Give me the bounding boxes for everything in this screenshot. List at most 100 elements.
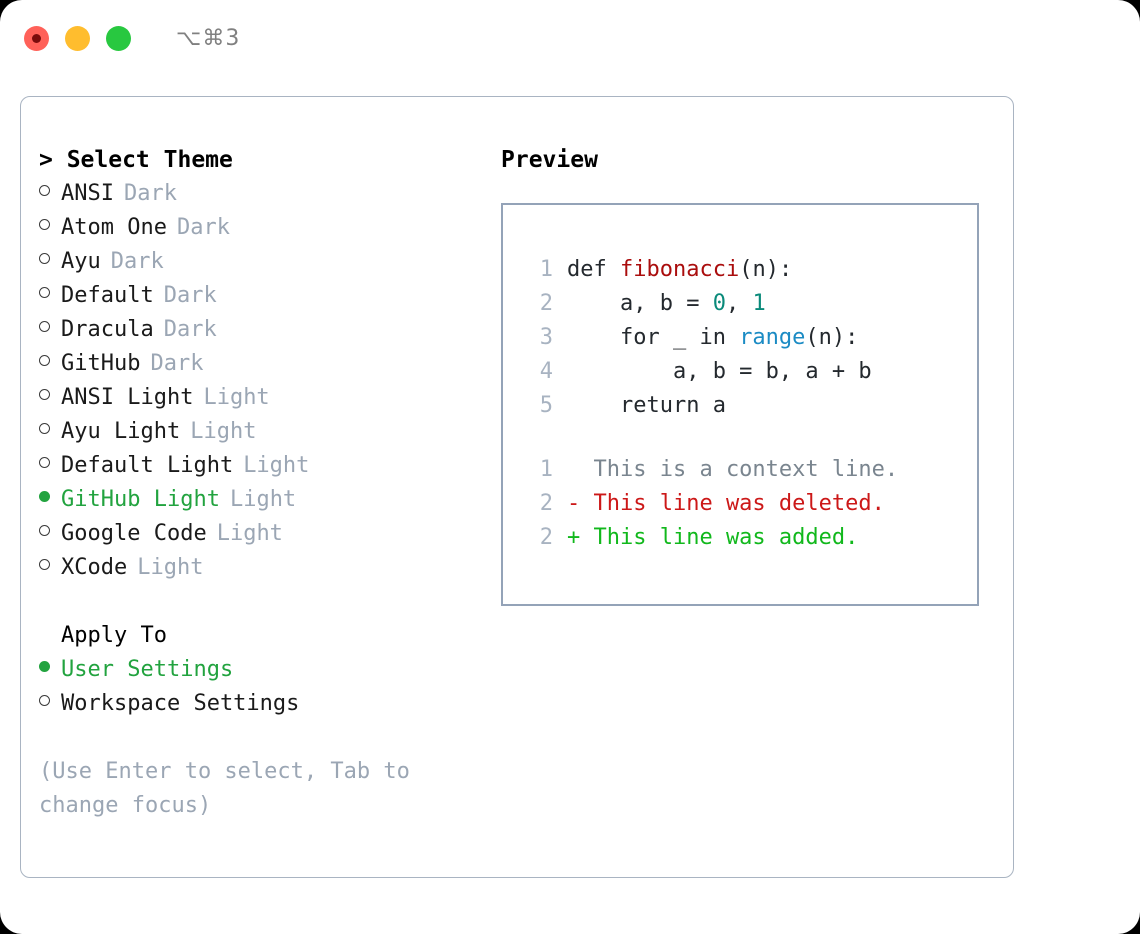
radio-dot-icon bbox=[39, 287, 50, 298]
diff-line-text-del: - This line was deleted. bbox=[567, 491, 885, 516]
apply-to-label: User Settings bbox=[61, 657, 234, 682]
theme-kind-label: Light bbox=[203, 385, 270, 410]
theme-list-item[interactable]: Ayu Light Light bbox=[39, 415, 489, 449]
window-controls bbox=[24, 25, 131, 51]
radio-empty-icon bbox=[39, 279, 61, 313]
theme-name-label: ANSI Light bbox=[61, 385, 194, 410]
close-dot-icon bbox=[32, 33, 41, 43]
line-number: 1 bbox=[539, 257, 553, 282]
radio-selected-icon bbox=[39, 653, 61, 687]
theme-kind-label: Dark bbox=[176, 215, 230, 240]
diff-line-number: 1 bbox=[539, 457, 553, 482]
theme-name-label: Dracula bbox=[61, 317, 154, 342]
radio-dot-icon bbox=[39, 491, 50, 502]
code-token-plain: (n): bbox=[739, 257, 793, 282]
keyboard-shortcut-label: ⌥⌘3 bbox=[176, 25, 241, 51]
radio-empty-icon bbox=[39, 415, 61, 449]
code-token-plain: (n): bbox=[805, 325, 859, 350]
code-token-func: fibonacci bbox=[619, 257, 740, 282]
radio-dot-icon bbox=[39, 321, 50, 332]
theme-kind-label: Dark bbox=[163, 283, 217, 308]
code-line: 3 for _ in range(n): bbox=[523, 321, 963, 355]
code-line-text: a, b = 0, 1 bbox=[567, 287, 766, 321]
theme-list-item[interactable]: Default Dark bbox=[39, 279, 489, 313]
title-bar: ⌥⌘3 bbox=[0, 0, 1140, 76]
theme-kind-label: Dark bbox=[163, 317, 217, 342]
radio-empty-icon bbox=[39, 551, 61, 585]
code-token-num: 1 bbox=[752, 291, 766, 316]
select-theme-header: > Select Theme bbox=[39, 147, 233, 173]
code-token-plain: for _ in bbox=[567, 325, 740, 350]
radio-empty-icon bbox=[39, 381, 61, 415]
code-line: 4 a, b = b, a + b bbox=[523, 355, 963, 389]
theme-kind-label: Dark bbox=[150, 351, 204, 376]
theme-name-label: GitHub Light bbox=[61, 487, 220, 512]
keyboard-hint-text: (Use Enter to select, Tab to change focu… bbox=[39, 759, 424, 818]
code-token-plain: a, b = bbox=[567, 291, 713, 316]
diff-lines: 1 This is a context line. 2 - This line wa… bbox=[523, 453, 963, 555]
radio-dot-icon bbox=[39, 355, 50, 366]
radio-dot-icon bbox=[39, 423, 50, 434]
line-number: 5 bbox=[539, 393, 553, 418]
apply-to-label: Workspace Settings bbox=[61, 691, 300, 716]
code-token-num: 0 bbox=[712, 291, 726, 316]
diff-line: 2 - This line was deleted. bbox=[523, 487, 963, 521]
code-line-text: def fibonacci(n): bbox=[567, 253, 792, 287]
apply-to-option[interactable]: User Settings bbox=[39, 653, 489, 687]
code-line-text: a, b = b, a + b bbox=[567, 355, 872, 389]
theme-name-label: Default bbox=[61, 283, 154, 308]
theme-list-item[interactable]: Dracula Dark bbox=[39, 313, 489, 347]
code-token-builtin: range bbox=[739, 325, 806, 350]
theme-list-item[interactable]: ANSI Light Light bbox=[39, 381, 489, 415]
theme-name-label: Ayu Light bbox=[61, 419, 181, 444]
radio-empty-icon bbox=[39, 211, 61, 245]
diff-line-number: 2 bbox=[539, 491, 553, 516]
apply-to-header: Apply To bbox=[61, 623, 167, 648]
diff-line-text-add: + This line was added. bbox=[567, 525, 859, 550]
radio-dot-icon bbox=[39, 695, 50, 706]
theme-kind-label: Dark bbox=[110, 249, 164, 274]
theme-list-item[interactable]: ANSI Dark bbox=[39, 177, 489, 211]
radio-dot-icon bbox=[39, 525, 50, 536]
theme-kind-label: Dark bbox=[123, 181, 177, 206]
minimize-button-icon[interactable] bbox=[65, 25, 90, 51]
line-number: 2 bbox=[539, 291, 553, 316]
preview-header: Preview bbox=[501, 147, 598, 173]
code-line-text: for _ in range(n): bbox=[567, 321, 858, 355]
code-line: 1 def fibonacci(n): bbox=[523, 253, 963, 287]
theme-kind-label: Light bbox=[137, 555, 204, 580]
apply-to-option[interactable]: Workspace Settings bbox=[39, 687, 489, 721]
theme-kind-label: Light bbox=[190, 419, 257, 444]
maximize-button-icon[interactable] bbox=[106, 25, 131, 51]
preview-column: Preview bbox=[501, 143, 1001, 177]
theme-list-item[interactable]: Ayu Dark bbox=[39, 245, 489, 279]
radio-empty-icon bbox=[39, 687, 61, 721]
close-button-icon[interactable] bbox=[24, 25, 49, 51]
code-token-plain: def bbox=[567, 257, 620, 282]
code-line: 2 a, b = 0, 1 bbox=[523, 287, 963, 321]
line-number: 4 bbox=[539, 359, 553, 384]
code-line-text: return a bbox=[567, 389, 726, 423]
diff-line-text-context: This is a context line. bbox=[567, 457, 899, 482]
code-token-plain: return a bbox=[567, 393, 726, 418]
theme-kind-label: Light bbox=[216, 521, 283, 546]
radio-empty-icon bbox=[39, 347, 61, 381]
diff-line: 2+ This line was added. bbox=[523, 521, 963, 555]
radio-empty-icon bbox=[39, 245, 61, 279]
theme-name-label: Ayu bbox=[61, 249, 101, 274]
theme-name-label: ANSI bbox=[61, 181, 114, 206]
